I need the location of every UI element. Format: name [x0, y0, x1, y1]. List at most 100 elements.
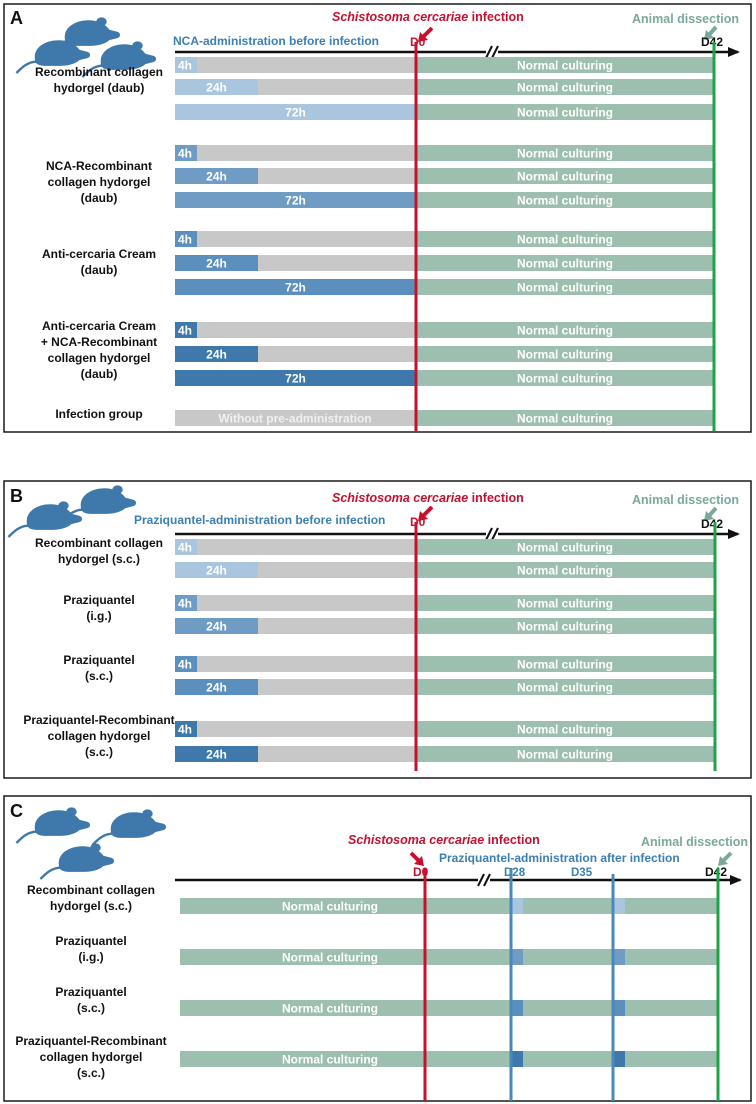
duration-label: 4h: [178, 723, 192, 737]
panel-b-group-label: Praziquantel: [63, 653, 134, 667]
timeline-row: 4h Normal culturing: [175, 57, 714, 73]
normal-culturing-label: Normal culturing: [517, 59, 613, 73]
panel-b-group-label: hydorgel (s.c.): [58, 552, 140, 566]
panel-a-group-label: (daub): [81, 367, 118, 381]
pre-infection-bar: [175, 410, 416, 426]
timeline-row: Without pre-administration Normal culturi…: [175, 410, 714, 426]
culturing-bar: [180, 1051, 718, 1067]
panel-b: B Schistosoma cercariae infection Animal…: [3, 480, 752, 779]
culturing-bar: [416, 346, 714, 362]
infection-title-a: Schistosoma cercariae infection: [332, 10, 524, 24]
tick-d42-c: D42: [705, 865, 727, 879]
duration-label: 24h: [206, 564, 227, 578]
panel-a-group-label: Infection group: [55, 407, 142, 421]
normal-culturing-label: Normal culturing: [517, 170, 613, 184]
normal-culturing-label: Normal culturing: [517, 81, 613, 95]
normal-culturing-label: Normal culturing: [517, 194, 613, 208]
pre-infection-bar: [175, 656, 416, 672]
administration-bar: [175, 145, 197, 161]
duration-label: 4h: [178, 147, 192, 161]
administration-pulse: [613, 949, 625, 965]
administration-bar: [175, 57, 197, 73]
panel-a-group-label: hydorgel (daub): [54, 81, 145, 95]
culturing-bar: [416, 656, 714, 672]
tick-d35-c: D35: [571, 867, 593, 879]
duration-label: 4h: [178, 59, 192, 73]
panel-c-group-label: collagen hydorgel: [40, 1050, 143, 1064]
duration-label: 4h: [178, 233, 192, 247]
panel-b-group-label: (s.c.): [85, 745, 113, 759]
no-preadmin-label: Without pre-administration: [218, 412, 371, 426]
panel-b-group-label: Recombinant collagen: [35, 536, 163, 550]
normal-culturing-label: Normal culturing: [517, 564, 613, 578]
normal-culturing-label: Normal culturing: [517, 681, 613, 695]
culturing-bar: [416, 746, 714, 762]
administration-bar: [175, 322, 197, 338]
panel-c-group-label: Praziquantel-Recombinant: [15, 1034, 166, 1048]
panel-b-group-label: Praziquantel-Recombinant: [23, 713, 174, 727]
normal-culturing-label: Normal culturing: [517, 348, 613, 362]
panel-a-group-label: Recombinant collagen: [35, 65, 163, 79]
normal-culturing-label: Normal culturing: [517, 541, 613, 555]
panel-a-group-label: Anti-cercaria Cream: [42, 319, 156, 333]
panel-a-group-label: collagen hydorgel: [48, 175, 151, 189]
admin-label-a: NCA-administration before infection: [173, 34, 379, 48]
normal-culturing-label: Normal culturing: [517, 257, 613, 271]
panel-c-group-label: Praziquantel: [55, 985, 126, 999]
panel-c-group-label: (i.g.): [78, 950, 103, 964]
panel-c-group-label: Praziquantel: [55, 934, 126, 948]
duration-label: 24h: [206, 348, 227, 362]
normal-culturing-label: Normal culturing: [517, 620, 613, 634]
administration-bar: [175, 192, 416, 208]
panel-b-group-label: (i.g.): [86, 609, 111, 623]
duration-label: 24h: [206, 748, 227, 762]
duration-label: 24h: [206, 620, 227, 634]
panel-c-frame: [3, 795, 752, 1102]
normal-culturing-label: Normal culturing: [517, 412, 613, 426]
panel-a-group-label: (daub): [81, 263, 118, 277]
normal-culturing-label: Normal culturing: [282, 1053, 378, 1067]
panel-a-group-label: + NCA-Recombinant: [41, 335, 157, 349]
normal-culturing-label: Normal culturing: [517, 147, 613, 161]
timeline-row: Normal culturing: [180, 898, 718, 914]
duration-label: 24h: [206, 257, 227, 271]
infection-title-c: Schistosoma cercariae infection: [348, 833, 540, 847]
administration-pulse: [511, 949, 523, 965]
tick-d0-b: D0: [410, 515, 426, 529]
panel-a-group-label: Anti-cercaria Cream: [42, 247, 156, 261]
administration-bar: [175, 346, 258, 362]
tick-d0-a: D0: [410, 35, 426, 49]
culturing-bar: [180, 949, 718, 965]
timeline-row: 24h Normal culturing: [175, 618, 714, 634]
panel-a-group-label: NCA-Recombinant: [46, 159, 152, 173]
panel-b-group-label: (s.c.): [85, 669, 113, 683]
dissection-label-b: Animal dissection: [632, 493, 739, 507]
duration-label: 72h: [285, 106, 306, 120]
normal-culturing-label: Normal culturing: [282, 1002, 378, 1016]
normal-culturing-label: Normal culturing: [282, 900, 378, 914]
panel-a: A Schistosoma cercariae infection Animal…: [3, 3, 752, 433]
culturing-bar: [416, 168, 714, 184]
administration-pulse: [511, 898, 523, 914]
administration-bar: [175, 279, 416, 295]
administration-bar: [175, 104, 416, 120]
administration-pulse: [613, 1051, 625, 1067]
administration-pulse: [511, 1051, 523, 1067]
culturing-bar: [416, 322, 714, 338]
panel-a-group-label: (daub): [81, 191, 118, 205]
tick-d42-b: D42: [701, 517, 723, 531]
culturing-bar: [416, 721, 714, 737]
timeline-row: Normal culturing: [180, 1051, 718, 1067]
